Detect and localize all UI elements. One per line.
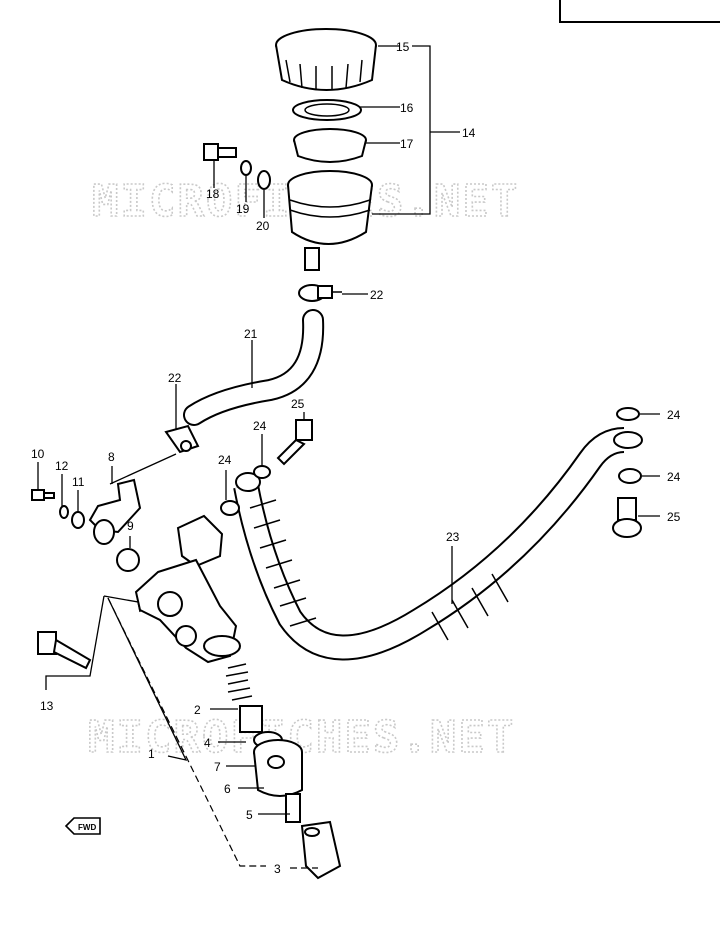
washer-24a [253, 465, 271, 479]
callout-24-upper-right: 24 [667, 408, 681, 422]
banjo-bolt-25b [612, 497, 642, 538]
callout-16: 16 [400, 101, 414, 115]
reservoir-diaphragm-plate [292, 99, 362, 121]
callout-8: 8 [108, 450, 115, 464]
callout-24-lower-right: 24 [667, 470, 681, 484]
callout-7: 7 [214, 760, 221, 774]
hose-clamp-lower [164, 424, 200, 454]
callout-22-top: 22 [370, 288, 384, 302]
callout-1: 1 [148, 747, 155, 761]
callout-2: 2 [194, 703, 201, 717]
callout-19: 19 [236, 202, 250, 216]
callout-10: 10 [31, 447, 45, 461]
callout-25-left: 25 [291, 397, 305, 411]
callout-11: 11 [72, 475, 85, 489]
banjo-bolt-25a [276, 419, 313, 466]
piston-assembly-6-7 [253, 739, 303, 797]
washer-12 [59, 505, 69, 519]
callout-12: 12 [55, 459, 69, 473]
callout-5: 5 [246, 808, 253, 822]
callout-20: 20 [256, 219, 270, 233]
washer-19 [240, 160, 252, 176]
bolt-13 [37, 631, 92, 670]
reservoir-body [287, 170, 373, 271]
push-rod-5 [285, 793, 301, 823]
washer-24d [618, 468, 642, 484]
callout-15: 15 [396, 40, 410, 54]
callout-18: 18 [206, 187, 220, 201]
spring-2 [225, 663, 253, 701]
piston-4 [239, 705, 283, 749]
fwd-label: FWD [78, 823, 96, 832]
callout-24-lower-left: 24 [218, 453, 232, 467]
callout-13: 13 [40, 699, 54, 713]
inlet-elbow [88, 478, 142, 545]
o-ring-9 [116, 548, 140, 572]
frame-corner [559, 0, 720, 23]
clevis-3 [300, 820, 342, 880]
hose-clamp-top [298, 284, 342, 302]
reservoir-cap [275, 28, 377, 91]
callout-25-right: 25 [667, 510, 681, 524]
callout-21: 21 [244, 327, 258, 341]
callout-3: 3 [274, 862, 281, 876]
master-cylinder-body [134, 514, 241, 664]
fwd-arrow: FWD [64, 817, 101, 835]
washer-24c [616, 407, 640, 421]
callout-22-lower: 22 [168, 371, 182, 385]
callout-17: 17 [400, 137, 414, 151]
callout-24-upper-left: 24 [253, 419, 267, 433]
brake-hose [233, 427, 643, 661]
washer-20 [257, 170, 271, 190]
reservoir-diaphragm [293, 128, 367, 163]
washer-24b [220, 500, 240, 516]
callout-6: 6 [224, 782, 231, 796]
screw-10 [31, 489, 55, 501]
callout-9: 9 [127, 519, 134, 533]
callout-23: 23 [446, 530, 460, 544]
washer-11 [71, 511, 85, 529]
callout-14: 14 [462, 126, 476, 140]
bolt-18 [203, 143, 237, 161]
callout-4: 4 [204, 736, 211, 750]
